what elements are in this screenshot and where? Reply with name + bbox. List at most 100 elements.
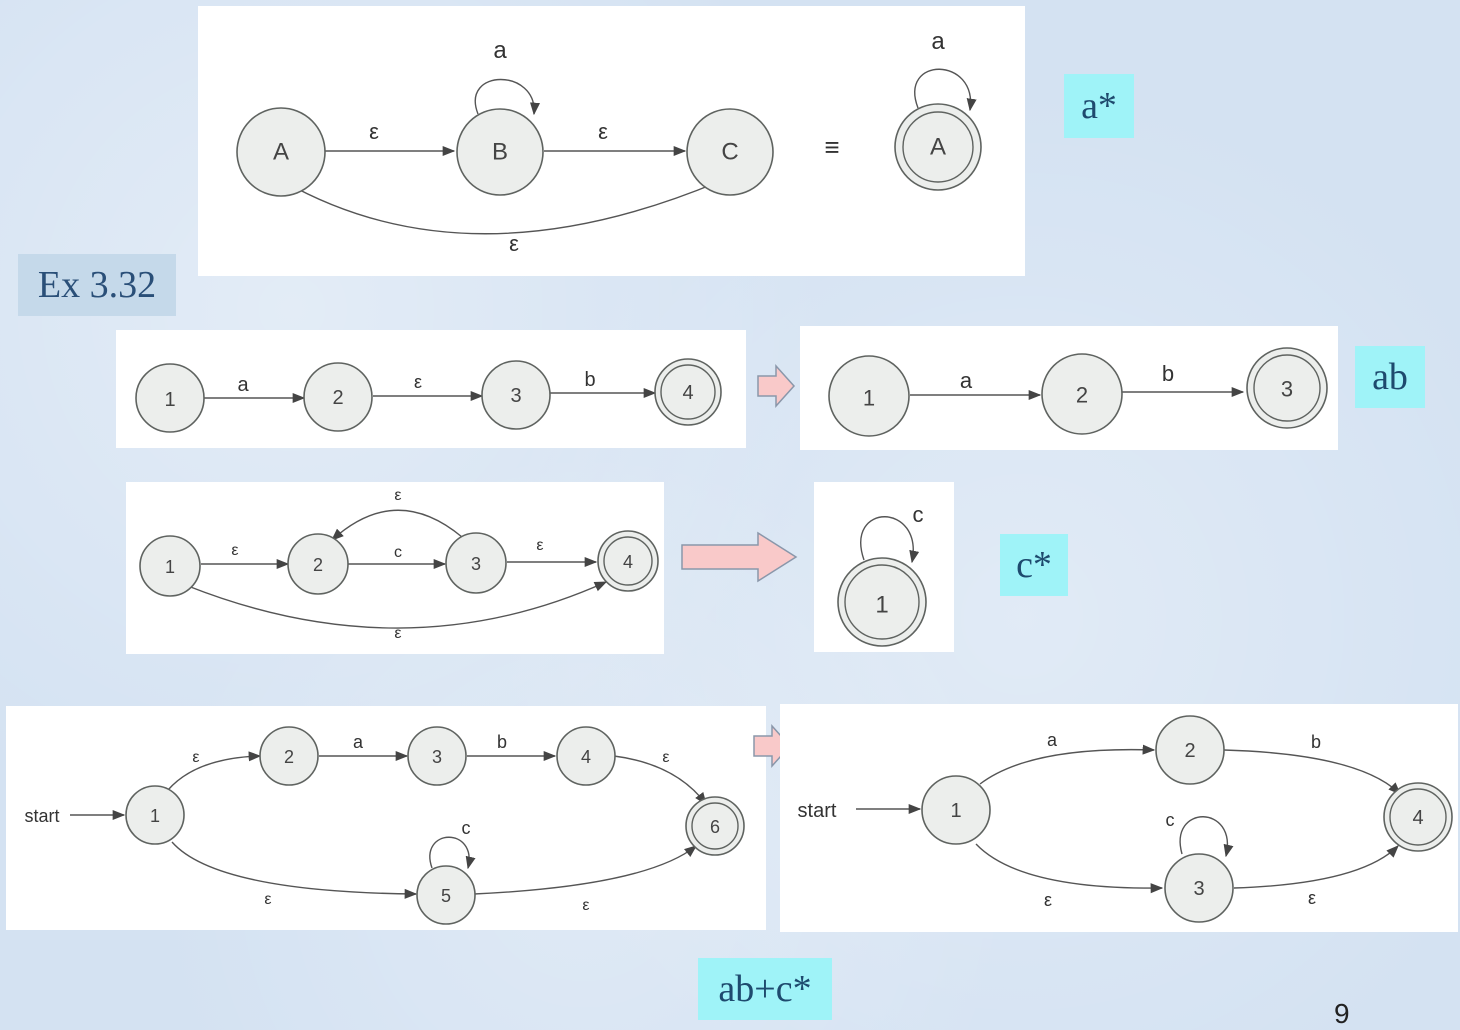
state-1 xyxy=(139,535,201,597)
start-label: start xyxy=(24,806,59,826)
edge-3-4-label: b xyxy=(584,369,595,391)
edge-5-6 xyxy=(473,845,697,895)
result-state-a-ring xyxy=(902,111,974,183)
edge-5-6-label: ε xyxy=(582,897,589,914)
edge-2-4 xyxy=(1223,749,1401,795)
edge-1-4 xyxy=(187,581,608,629)
loop-b-label: a xyxy=(493,37,507,64)
state-3-label: 3 xyxy=(471,554,481,574)
edge-1-2-label: a xyxy=(960,368,973,393)
edge-1-5-label: ε xyxy=(264,891,271,908)
state-5-label: 5 xyxy=(441,886,451,906)
state-3 xyxy=(407,726,467,786)
state-1 xyxy=(125,785,185,845)
state-1 xyxy=(828,355,910,437)
edge-3-4-label: ε xyxy=(1308,888,1316,908)
state-4 xyxy=(597,530,659,592)
diagram-ab-result-panel: 1 2 3 a b xyxy=(800,326,1338,450)
state-b xyxy=(456,108,544,196)
state-a xyxy=(236,107,326,197)
diagram-c-star-panel: 1 2 3 4 ε c ε ε ε xyxy=(126,482,664,654)
result-state-a xyxy=(894,103,982,191)
edge-3-2-label: ε xyxy=(394,487,401,504)
state-1-label: 1 xyxy=(950,800,961,822)
state-4 xyxy=(654,358,722,426)
loop-result-a-label: a xyxy=(931,28,945,55)
diagram-ab-panel: 1 2 3 4 a ε b xyxy=(116,330,746,448)
diagram-ab-plus-c-star-result-panel: start 1 2 3 4 a b ε c ε xyxy=(780,704,1458,932)
loop-result-1 xyxy=(860,516,920,564)
state-1-label: 1 xyxy=(164,389,175,411)
state-6-ring xyxy=(691,802,739,850)
edge-2-3-label: a xyxy=(353,732,364,752)
state-2-label: 2 xyxy=(284,747,294,767)
edge-2-3-label: c xyxy=(394,544,402,561)
state-4-label: 4 xyxy=(1412,807,1423,829)
edge-4-6-label: ε xyxy=(662,749,669,766)
edge-1-2 xyxy=(167,751,262,791)
state-2 xyxy=(1155,715,1225,785)
edge-1-3-label: ε xyxy=(1044,890,1052,910)
edge-3-4 xyxy=(1233,845,1399,889)
loop-5-label: c xyxy=(462,818,471,838)
edge-1-2-label: a xyxy=(1047,730,1058,750)
state-4-label: 4 xyxy=(581,747,591,767)
loop-5 xyxy=(429,836,476,870)
transform-arrow-large-icon xyxy=(681,531,798,583)
diagram-ab: 1 2 3 4 a ε b xyxy=(135,358,722,433)
state-2 xyxy=(1041,353,1123,435)
state-2-label: 2 xyxy=(313,555,323,575)
diagram-ab-result: 1 2 3 a b xyxy=(828,347,1328,437)
edge-3-2 xyxy=(331,509,463,541)
edge-1-3 xyxy=(975,843,1164,894)
state-1-label: 1 xyxy=(150,806,160,826)
diagram-ab-plus-c-star: start 1 2 3 4 5 6 ε a b ε ε c ε xyxy=(24,726,745,925)
state-1 xyxy=(921,775,991,845)
state-2 xyxy=(303,362,373,432)
result-state-1-ring xyxy=(844,564,920,640)
state-3-label: 3 xyxy=(510,385,521,407)
diagram-a-star-panel: A B C a ε ε ε ≡ A a xyxy=(198,6,1025,276)
tag-a-star: a* xyxy=(1064,74,1134,138)
edge-2-3-label: ε xyxy=(414,372,422,392)
state-2 xyxy=(259,726,319,786)
edge-3-4-label: b xyxy=(497,732,507,752)
transform-arrow-icon xyxy=(757,364,796,408)
state-4-label: 4 xyxy=(682,382,693,404)
edge-1-5 xyxy=(171,841,418,899)
loop-b xyxy=(474,78,540,116)
result-state-a-label: A xyxy=(930,134,946,161)
edge-a-c-label: ε xyxy=(509,231,519,256)
state-3-label: 3 xyxy=(1281,377,1293,402)
state-3 xyxy=(1246,347,1328,429)
state-6 xyxy=(685,796,745,856)
diagram-c-star-result-panel: 1 c xyxy=(814,482,954,652)
state-2-label: 2 xyxy=(1184,740,1195,762)
state-3 xyxy=(445,532,507,594)
state-2-label: 2 xyxy=(1076,383,1088,408)
state-3-ring xyxy=(1253,354,1321,422)
state-6-label: 6 xyxy=(710,817,720,837)
example-label: Ex 3.32 xyxy=(18,254,176,316)
diagram-ab-plus-c-star-result: start 1 2 3 4 a b ε c ε xyxy=(798,715,1453,923)
page-number: 9 xyxy=(1334,998,1350,1029)
loop-result-1-label: c xyxy=(913,502,924,527)
loop-result-a xyxy=(914,68,977,112)
state-4-ring xyxy=(660,364,716,420)
diagram-c-star: 1 2 3 4 ε c ε ε ε xyxy=(139,487,659,642)
state-4-label: 4 xyxy=(623,552,633,572)
edge-2-3-label: b xyxy=(1162,361,1174,386)
state-1-label: 1 xyxy=(863,386,875,411)
state-3-label: 3 xyxy=(432,747,442,767)
loop-3 xyxy=(1179,816,1234,858)
state-1-label: 1 xyxy=(165,557,175,577)
state-c-label: C xyxy=(721,139,738,166)
state-3 xyxy=(481,360,551,430)
state-c xyxy=(686,108,774,196)
state-a-label: A xyxy=(273,139,289,166)
tag-c-star: c* xyxy=(1000,534,1068,596)
edge-4-6 xyxy=(613,755,707,806)
state-3 xyxy=(1164,853,1234,923)
edge-1-2 xyxy=(979,744,1156,785)
state-4 xyxy=(556,726,616,786)
